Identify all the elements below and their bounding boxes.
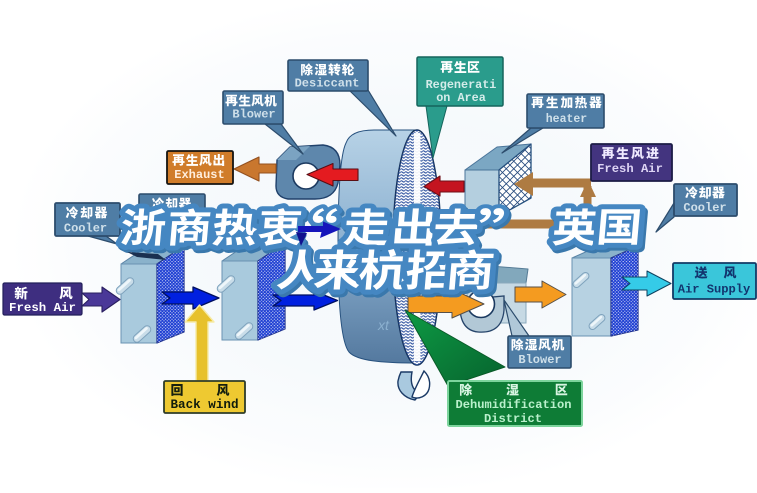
svg-text:Regenerati: Regenerati	[426, 78, 497, 92]
svg-text:Cooler: Cooler	[683, 201, 726, 215]
svg-text:Exhaust: Exhaust	[174, 168, 224, 182]
svg-text:Fresh Air: Fresh Air	[9, 301, 76, 315]
svg-text:Desiccant: Desiccant	[295, 77, 360, 91]
svg-text:District: District	[484, 412, 542, 426]
svg-text:Dehumidification: Dehumidification	[455, 398, 571, 412]
svg-text:Back wind: Back wind	[170, 398, 238, 412]
svg-text:heater: heater	[546, 113, 588, 126]
svg-text:xt: xt	[377, 317, 390, 333]
svg-text:Blower: Blower	[232, 108, 275, 122]
svg-text:on Area: on Area	[436, 91, 486, 105]
svg-text:Fresh Air: Fresh Air	[597, 162, 663, 176]
svg-text:Cooler: Cooler	[64, 222, 107, 236]
svg-text:Air Supply: Air Supply	[678, 283, 751, 297]
svg-text:Blower: Blower	[518, 353, 561, 367]
